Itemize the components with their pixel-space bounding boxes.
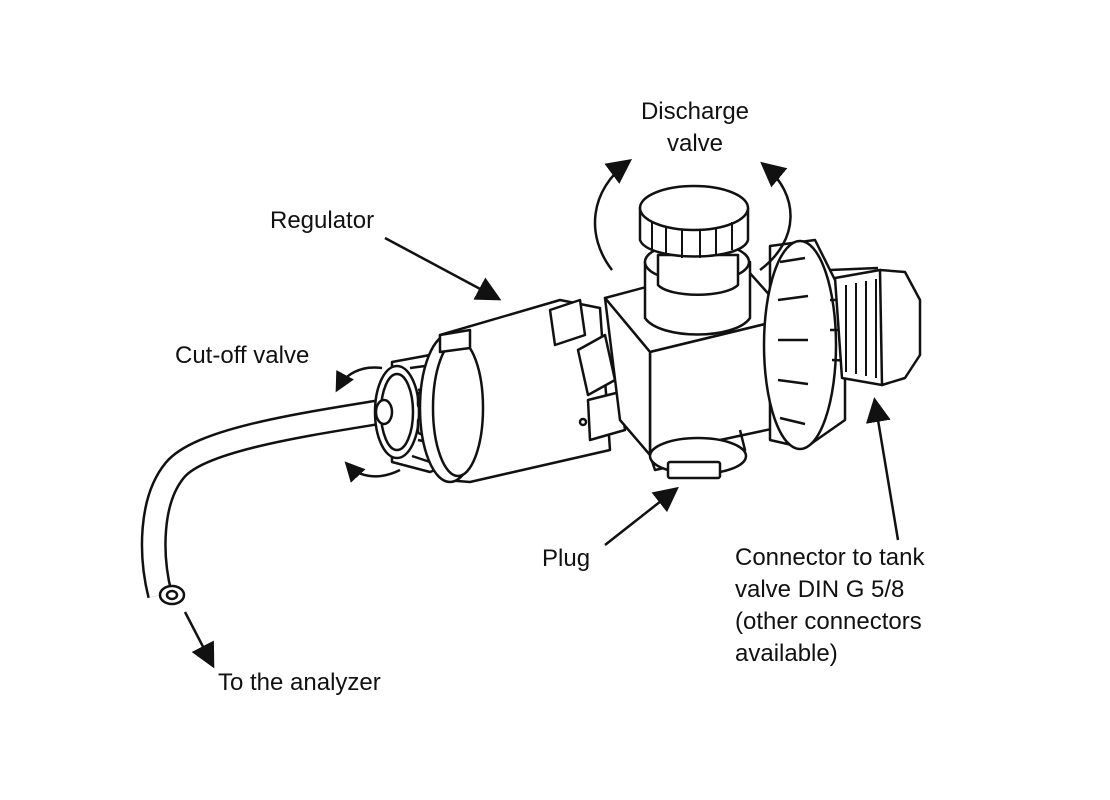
regulator-label: Regulator [270, 207, 375, 234]
regulator-arrow [384, 236, 502, 301]
analyzer-arrow [183, 611, 215, 669]
threaded-connector [833, 268, 922, 387]
discharge-rotate-right-arrow [759, 161, 792, 271]
plug-label: Plug [542, 545, 591, 572]
plug-arrow [604, 486, 679, 546]
discharge-valve-label: Discharge valve [640, 98, 750, 157]
cutoff-rotate-down-arrow [344, 461, 401, 483]
regulator-body [418, 298, 627, 484]
discharge-valve-knob [638, 184, 752, 336]
cutoff-valve-label: Cut-off valve [175, 342, 310, 369]
connector-arrow [865, 397, 900, 541]
tank-connector-nut [762, 238, 889, 451]
connector-label: Connector to tank valve DIN G 5/8 (other… [735, 544, 925, 667]
sample-hose [140, 399, 383, 606]
discharge-rotate-left-arrow [593, 159, 633, 271]
analyzer-label: To the analyzer [218, 669, 381, 696]
cutoff-rotate-up-arrow [335, 366, 383, 393]
